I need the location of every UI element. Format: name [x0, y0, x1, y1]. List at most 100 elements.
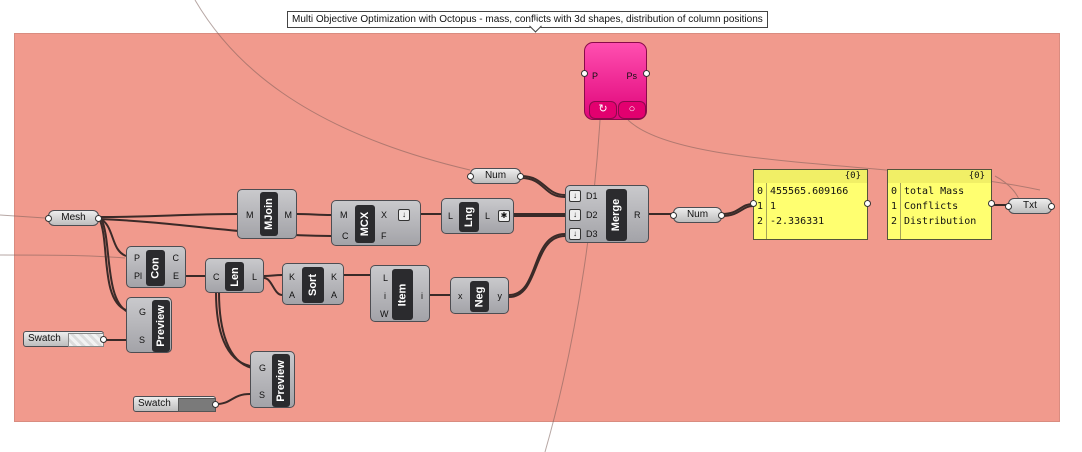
merge-output-r: R	[634, 210, 641, 220]
preview-input-g: G	[139, 307, 147, 317]
num-param-top[interactable]: Num	[467, 168, 524, 184]
mjoin-component[interactable]: M MJoin M	[237, 189, 297, 239]
merge-nickname: Merge	[606, 189, 627, 241]
grip[interactable]	[864, 200, 871, 207]
mesh-label: Mesh	[61, 212, 86, 223]
item-component[interactable]: L i W Item i	[370, 265, 430, 322]
lng-output-l: L	[485, 211, 491, 221]
preview-component-1[interactable]: G S Preview	[126, 297, 172, 353]
mcx-component[interactable]: M C MCX X F ↓	[331, 200, 421, 246]
lng-nick-text: Lng	[463, 206, 476, 228]
con-nickname: Con	[146, 250, 165, 286]
group-title[interactable]: Multi Objective Optimization with Octopu…	[287, 11, 768, 28]
neg-output-y: y	[497, 291, 503, 301]
octopus-reset-button[interactable]: ○	[618, 101, 646, 119]
preview-nickname: Preview	[272, 354, 290, 407]
grip[interactable]	[517, 173, 524, 180]
row-value: 455565.609166	[770, 186, 849, 197]
preview-input-s: S	[139, 335, 146, 345]
sort-component[interactable]: K A Sort K A	[282, 263, 344, 305]
row-value: total Mass	[904, 186, 965, 197]
preview-input-s: S	[259, 390, 266, 400]
octopus-start-button[interactable]: ↻	[589, 101, 617, 119]
swatch-color[interactable]	[68, 333, 104, 347]
swatch-color[interactable]	[178, 398, 216, 412]
octopus-component[interactable]: P Ps ↻ ○	[581, 42, 650, 120]
grip[interactable]	[467, 173, 474, 180]
panel-separator	[900, 183, 901, 239]
grip[interactable]	[670, 212, 677, 219]
item-nick-text: Item	[396, 283, 409, 306]
grip[interactable]	[45, 215, 52, 222]
flatten-icon[interactable]: ↓	[569, 228, 581, 240]
flatten-icon[interactable]: ↓	[398, 209, 410, 221]
item-output-i: i	[421, 291, 423, 301]
neg-component[interactable]: x Neg y	[450, 277, 509, 314]
octopus-output-label: Ps	[626, 71, 637, 81]
sort-nick-text: Sort	[307, 274, 319, 296]
row-value: Distribution	[904, 216, 977, 227]
mjoin-input-m: M	[246, 210, 254, 220]
grip[interactable]	[750, 200, 757, 207]
preview-nick-text: Preview	[155, 305, 167, 347]
item-input-i: i	[384, 291, 386, 301]
merge-input-d2: D2	[586, 210, 598, 220]
neg-nick-text: Neg	[473, 286, 486, 307]
grip[interactable]	[95, 215, 102, 222]
mcx-input-m: M	[340, 210, 348, 220]
txt-param[interactable]: Txt	[1005, 198, 1055, 214]
mjoin-nickname: MJoin	[260, 192, 278, 236]
con-component[interactable]: P Pl Con C E	[126, 246, 186, 288]
grip[interactable]	[718, 212, 725, 219]
grip[interactable]	[1005, 203, 1012, 210]
con-input-p: P	[134, 253, 141, 263]
con-nick-text: Con	[149, 257, 162, 279]
num-param-output[interactable]: Num	[670, 207, 725, 223]
sort-nickname: Sort	[302, 267, 324, 303]
panel-header: {0}	[754, 170, 867, 184]
mesh-param[interactable]: Mesh	[45, 210, 102, 226]
len-output-l: L	[251, 272, 257, 282]
row-index: 1	[757, 201, 764, 212]
len-component[interactable]: C Len L	[205, 258, 264, 293]
preview-component-2[interactable]: G S Preview	[250, 351, 295, 408]
merge-input-d3: D3	[586, 229, 598, 239]
sort-input-a: A	[289, 290, 296, 300]
swatch-param-1[interactable]: Swatch	[23, 331, 107, 347]
grip[interactable]	[988, 200, 995, 207]
octopus-input-grip[interactable]	[581, 70, 588, 77]
merge-component[interactable]: ↓ D1 ↓ D2 ↓ D3 Merge R	[565, 185, 649, 243]
swatch-param-2[interactable]: Swatch	[133, 396, 219, 412]
lng-component[interactable]: L Lng L ✱	[441, 198, 514, 234]
flatten-icon[interactable]: ↓	[569, 209, 581, 221]
panel-separator	[766, 183, 767, 239]
mcx-nick-text: MCX	[359, 211, 372, 237]
neg-input-x: x	[458, 291, 463, 301]
circle-icon: ○	[628, 103, 636, 115]
merge-input-d1: D1	[586, 191, 598, 201]
grip[interactable]	[1048, 203, 1055, 210]
merge-nick-text: Merge	[610, 198, 623, 232]
grip[interactable]	[100, 336, 107, 343]
octopus-output-grip[interactable]	[643, 70, 650, 77]
grip[interactable]	[212, 401, 219, 408]
swatch-label: Swatch	[28, 333, 61, 344]
refresh-icon: ↻	[598, 103, 608, 115]
mcx-input-c: C	[342, 231, 349, 241]
flatten-icon[interactable]: ↓	[569, 190, 581, 202]
sort-input-k: K	[289, 272, 296, 282]
num-label: Num	[484, 170, 507, 181]
mcx-output-f: F	[381, 231, 387, 241]
graft-icon[interactable]: ✱	[498, 210, 510, 222]
lng-input-l: L	[448, 211, 454, 221]
sort-output-a: A	[330, 290, 337, 300]
